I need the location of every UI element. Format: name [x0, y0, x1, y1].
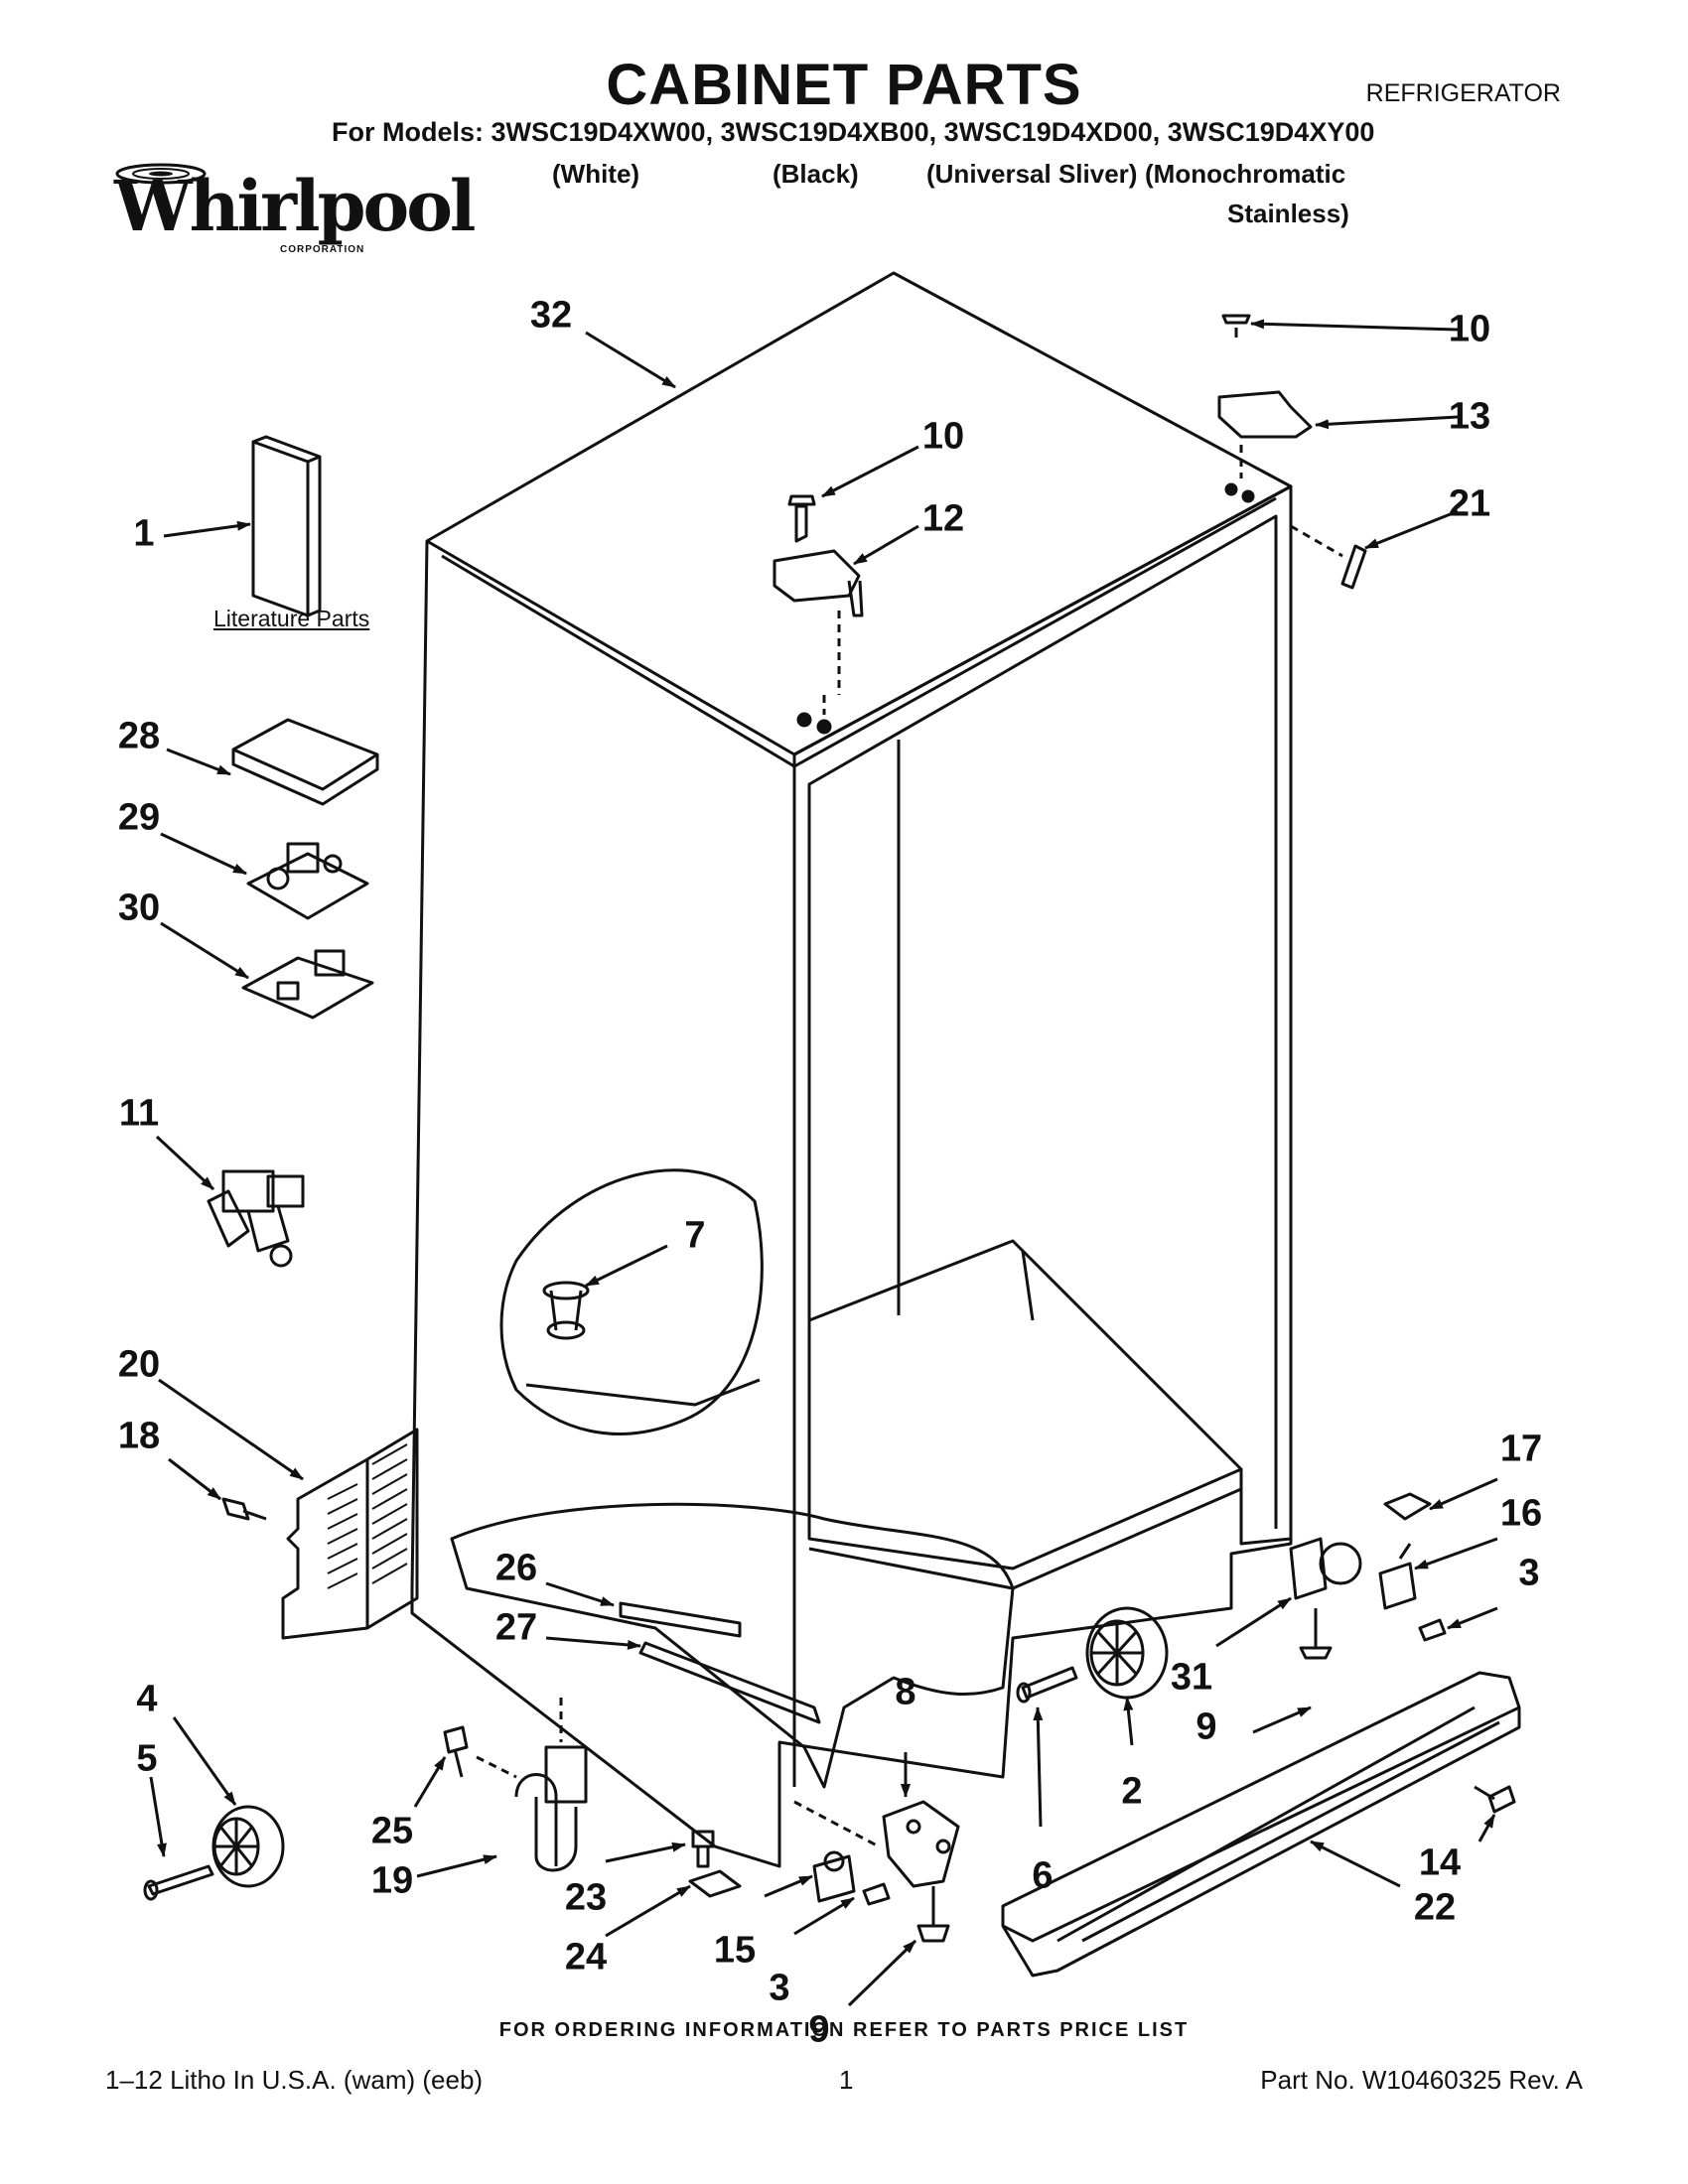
callout-8: 8 [895, 1671, 916, 1713]
page-number: 1 [839, 2065, 854, 2095]
callout-9-left: 9 [808, 2008, 830, 2051]
document-type: REFRIGERATOR [1365, 79, 1561, 107]
callout-29: 29 [117, 796, 161, 839]
variant-black: (Black) [773, 159, 859, 189]
brand-subtitle: CORPORATION [280, 244, 365, 255]
variant-stainless: Stainless) [1227, 199, 1349, 228]
callout-25: 25 [370, 1810, 414, 1852]
callout-7: 7 [684, 1214, 706, 1257]
callout-24: 24 [564, 1936, 608, 1979]
cutout-area-lower [450, 1502, 1015, 1789]
callout-15: 15 [713, 1929, 757, 1972]
part-19-drain-tube [514, 1773, 578, 1872]
part-8-bracket [882, 1800, 960, 1888]
callout-31: 31 [1170, 1656, 1213, 1699]
part-number: Part No. W10460325 Rev. A [1260, 2065, 1583, 2095]
callout-30: 30 [117, 887, 161, 929]
callout-27: 27 [494, 1606, 538, 1649]
part-28-cover [231, 718, 379, 791]
callout-28: 28 [117, 715, 161, 757]
brand-logo: Whirlpool [114, 165, 476, 247]
top-hinge [1217, 390, 1313, 439]
callout-14: 14 [1418, 1842, 1462, 1884]
literature-parts-label: Literature Parts [213, 606, 370, 631]
ordering-note: FOR ORDERING INFORMATION REFER TO PARTS … [498, 2019, 1190, 2041]
literature-booklet [251, 440, 310, 617]
callout-21: 21 [1448, 482, 1491, 525]
part-20-vent-panel [365, 1428, 419, 1630]
part-17 [1383, 1492, 1432, 1521]
variant-universal-silver: (Universal Sliver) [926, 159, 1138, 189]
part-30-board [241, 956, 374, 1020]
center-hinge [773, 549, 861, 603]
callout-6: 6 [1032, 1854, 1054, 1897]
callout-1: 1 [133, 512, 155, 555]
callout-9-right: 9 [1196, 1706, 1217, 1748]
callout-4: 4 [136, 1678, 158, 1720]
callout-20: 20 [117, 1343, 161, 1386]
callout-3-right: 3 [1518, 1552, 1540, 1594]
callout-11: 11 [118, 1092, 160, 1135]
whirlpool-swirl-icon [115, 163, 207, 185]
callout-12: 12 [921, 497, 965, 540]
callout-26: 26 [494, 1547, 538, 1589]
callout-13: 13 [1448, 395, 1491, 438]
callout-3-left: 3 [769, 1967, 790, 2009]
callout-32: 32 [529, 294, 573, 337]
callout-10-top: 10 [1448, 308, 1491, 350]
page-title: CABINET PARTS [606, 53, 1082, 117]
variant-white: (White) [552, 159, 640, 189]
callout-5: 5 [136, 1737, 158, 1780]
part-31-bracket [1289, 1537, 1328, 1600]
variant-monochromatic: (Monochromatic [1145, 159, 1346, 189]
models-line: For Models: 3WSC19D4XW00, 3WSC19D4XB00, … [332, 117, 1375, 147]
part-11-valve [207, 1189, 250, 1248]
callout-18: 18 [117, 1415, 161, 1457]
callout-19: 19 [370, 1859, 414, 1902]
litho-info: 1–12 Litho In U.S.A. (wam) (eeb) [105, 2065, 484, 2095]
callout-2: 2 [1121, 1770, 1143, 1813]
callout-23: 23 [564, 1876, 608, 1919]
callout-22: 22 [1413, 1886, 1457, 1929]
callout-16: 16 [1499, 1492, 1543, 1535]
part-29-board [246, 852, 369, 920]
callout-10-center: 10 [921, 415, 965, 458]
callout-17: 17 [1499, 1428, 1543, 1470]
